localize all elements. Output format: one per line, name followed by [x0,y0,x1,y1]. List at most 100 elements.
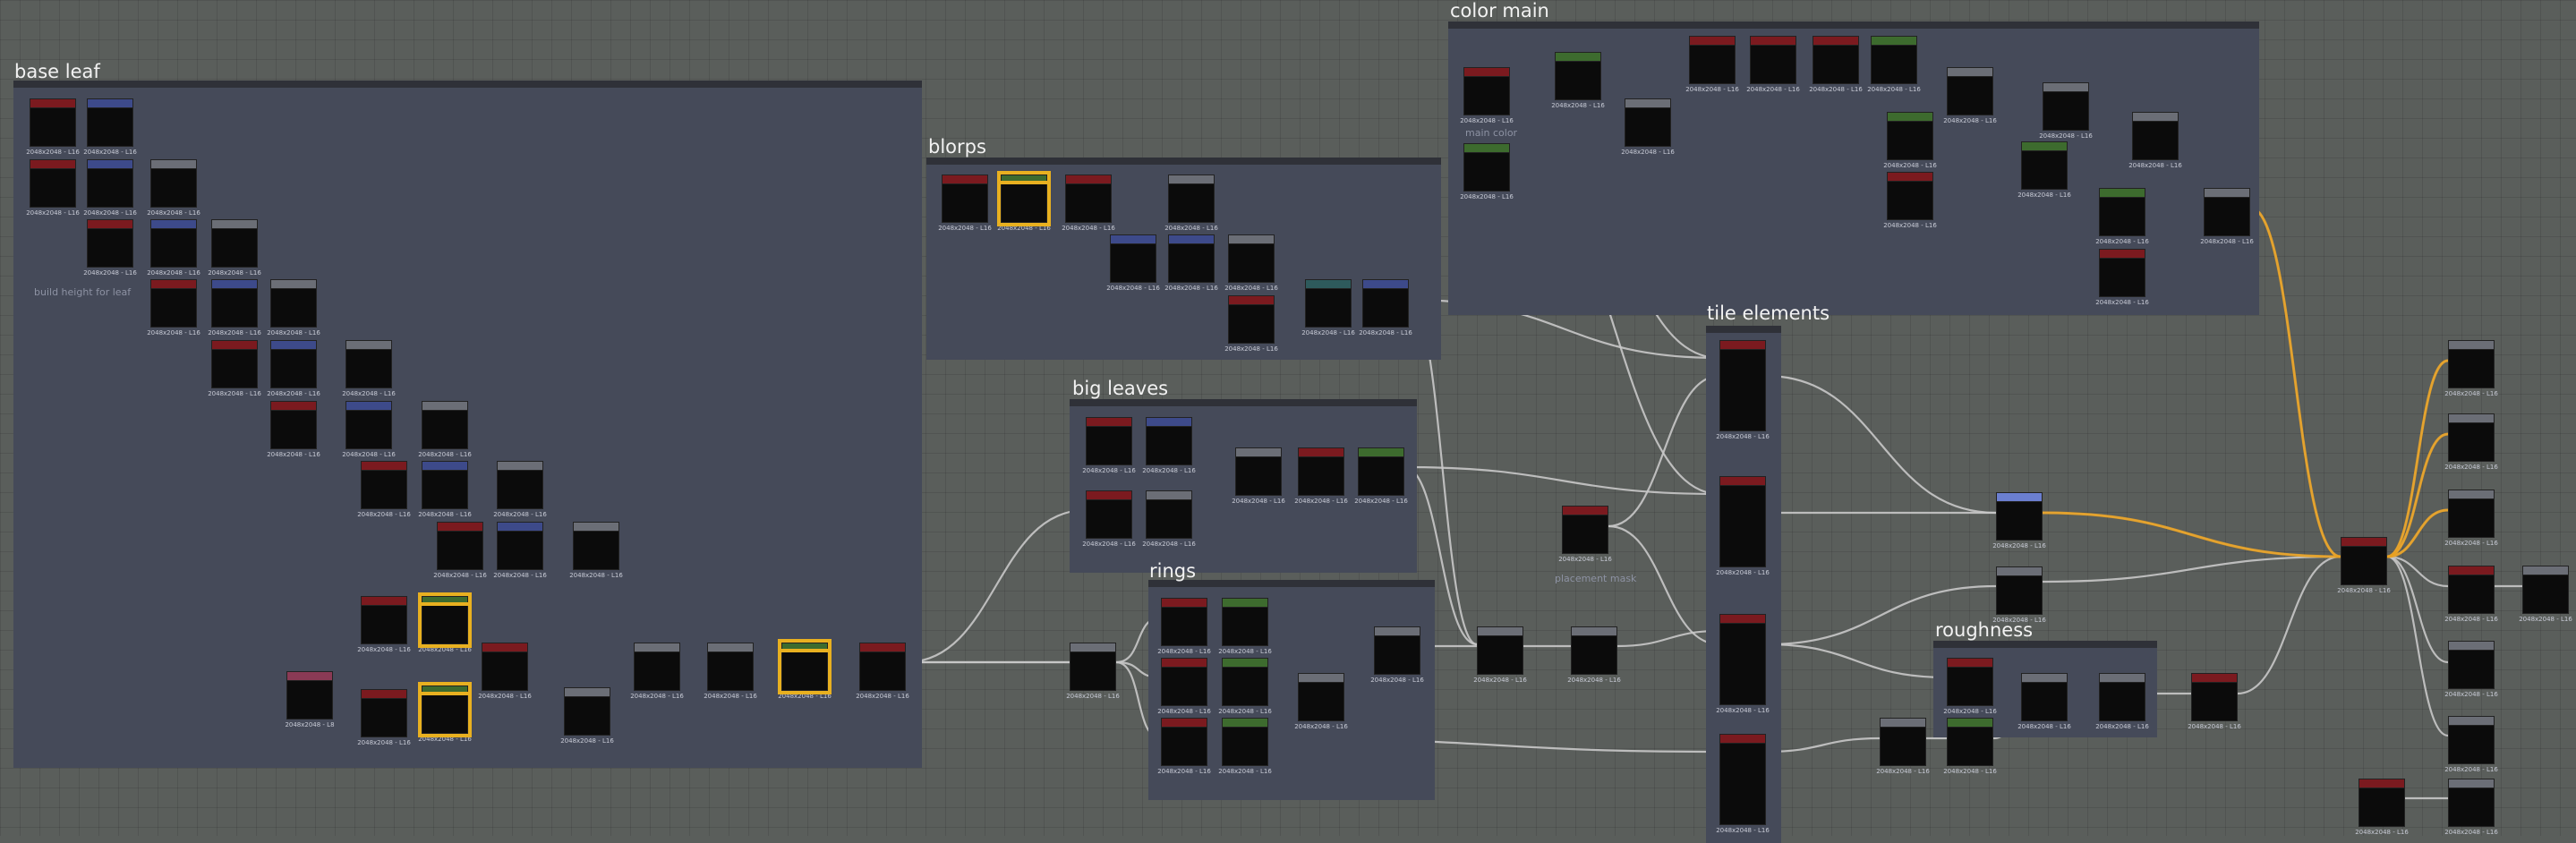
graph-node[interactable]: 2048x2048 - L16 [1567,626,1621,684]
graph-node[interactable]: 2048x2048 - L16 [2519,566,2572,623]
node-header[interactable] [2099,249,2145,259]
graph-node[interactable]: 2048x2048 - L16 [83,159,137,217]
graph-node[interactable]: 2048x2048 - L16 [2444,340,2498,397]
node-header[interactable] [2522,566,2569,575]
node-header[interactable] [1463,67,1510,77]
node-header[interactable] [1880,718,1926,728]
node-header[interactable] [286,671,333,681]
node-header[interactable] [1996,566,2043,576]
node-header[interactable] [707,643,754,652]
graph-node[interactable]: 2048x2048 - L16 [433,522,487,579]
graph-node[interactable]: 2048x2048 - L16 [208,219,261,277]
graph-node[interactable]: 2048x2048 - L16 [1992,492,2046,549]
graph-node[interactable]: 2048x2048 - L16 [2444,566,2498,623]
node-header[interactable] [345,401,392,411]
graph-node[interactable]: 2048x2048 - L16 [997,171,1051,232]
graph-node[interactable]: 2048x2048 - L16 [478,643,532,700]
node-header[interactable] [942,175,988,184]
graph-node[interactable]: 2048x2048 - L16 [1551,52,1605,109]
node-header[interactable] [1235,447,1282,457]
graph-node[interactable]: 2048x2048 - L16 [704,643,757,700]
node-header[interactable] [1887,112,1933,122]
graph-node[interactable]: 2048x2048 - L16 [1354,447,1408,505]
graph-node[interactable]: 2048x2048 - L16 [267,340,320,397]
node-header[interactable] [2358,779,2405,788]
graph-node[interactable]: 2048x2048 - L16 [418,401,472,458]
graph-node[interactable]: 2048x2048 - L16 [560,687,614,745]
graph-node[interactable]: 2048x2048 - L16 [1716,476,1770,576]
graph-node[interactable]: 2048x2048 - L16 [493,522,547,579]
graph-node[interactable]: 2048x2048 - L16 [493,461,547,518]
node-header[interactable] [422,461,468,471]
graph-node[interactable]: 2048x2048 - L16 [2444,779,2498,836]
node-header[interactable] [778,639,832,656]
node-header[interactable] [1555,52,1601,62]
graph-node[interactable]: 2048x2048 - L16 [1294,447,1348,505]
graph-node[interactable]: 2048x2048 - L16 [2444,413,2498,471]
node-header[interactable] [2448,340,2495,350]
graph-node[interactable]: 2048x2048 - L16 [1867,36,1921,93]
graph-node[interactable]: 2048x2048 - L16 [1218,718,1272,775]
graph-node[interactable]: 2048x2048 - L16 [147,219,200,277]
graph-node[interactable]: 2048x2048 - L16 [418,592,472,653]
graph-node[interactable]: 2048x2048 - L16 [1232,447,1285,505]
graph-node[interactable]: 2048x2048 - L16 [208,340,261,397]
graph-node[interactable]: 2048x2048 - L16 [83,98,137,156]
node-header[interactable] [1562,506,1608,515]
graph-node[interactable]: 2048x2048 - L16 [1157,718,1211,775]
graph-node[interactable]: 2048x2048 - L16 [342,340,396,397]
node-header[interactable] [2341,537,2387,547]
node-header[interactable] [2448,490,2495,499]
graph-node[interactable]: 2048x2048 - L16 [418,682,472,743]
node-header[interactable] [2191,673,2238,683]
node-header[interactable] [150,159,197,169]
graph-node[interactable]: 2048x2048 - L16 [2039,82,2093,140]
graph-node[interactable]: 2048x2048 - L16 [1164,234,1218,292]
node-header[interactable] [1871,36,1917,46]
node-header[interactable] [1996,492,2043,502]
node-header[interactable] [1813,36,1859,46]
graph-node[interactable]: 2048x2048 - L16 [267,279,320,336]
node-header[interactable] [859,643,906,652]
node-header[interactable] [361,689,407,699]
node-header[interactable] [2204,188,2250,198]
node-header[interactable] [497,461,543,471]
node-header[interactable] [270,279,317,289]
node-header[interactable] [1222,598,1268,608]
node-header[interactable] [564,687,610,697]
node-header[interactable] [2448,641,2495,651]
node-header[interactable] [211,219,258,229]
node-header[interactable] [2448,413,2495,423]
node-header[interactable] [482,643,528,652]
graph-node[interactable]: 2048x2048 - L16 [1716,614,1770,714]
node-header[interactable] [1070,643,1116,652]
node-header[interactable] [345,340,392,350]
node-header[interactable] [150,279,197,289]
graph-node[interactable]: 2048x2048 - L16 [1142,417,1196,474]
graph-node[interactable]: 2048x2048 - L16 [1746,36,1800,93]
node-header[interactable] [87,98,133,108]
graph-node[interactable]: 2048x2048 - L16 [267,401,320,458]
node-header[interactable] [361,596,407,606]
node-header[interactable] [437,522,483,532]
graph-node[interactable]: 2048x2048 - L16 [1164,175,1218,232]
node-header[interactable] [1298,673,1344,683]
graph-node[interactable]: 2048x2048 - L16 [357,596,411,653]
node-header[interactable] [1571,626,1617,636]
graph-node[interactable]: 2048x2048 - L16 [1157,598,1211,655]
node-header[interactable] [1228,295,1275,305]
node-header[interactable] [1086,490,1132,500]
node-header[interactable] [418,592,472,609]
graph-node[interactable]: 2048x2048 - L16 [1370,626,1424,684]
node-header[interactable] [1947,658,1993,668]
graph-node[interactable]: 2048x2048 - L16 [1106,234,1160,292]
graph-node[interactable]: 2048x2048 - L16 [2128,112,2182,169]
node-header[interactable] [1887,172,1933,182]
node-header[interactable] [2099,673,2145,683]
graph-node[interactable]: 2048x2048 - L16 [1685,36,1739,93]
node-header[interactable] [150,219,197,229]
graph-node[interactable]: 2048x2048 - L16 [856,643,909,700]
node-header[interactable] [1161,718,1207,728]
node-header[interactable] [2099,188,2145,198]
